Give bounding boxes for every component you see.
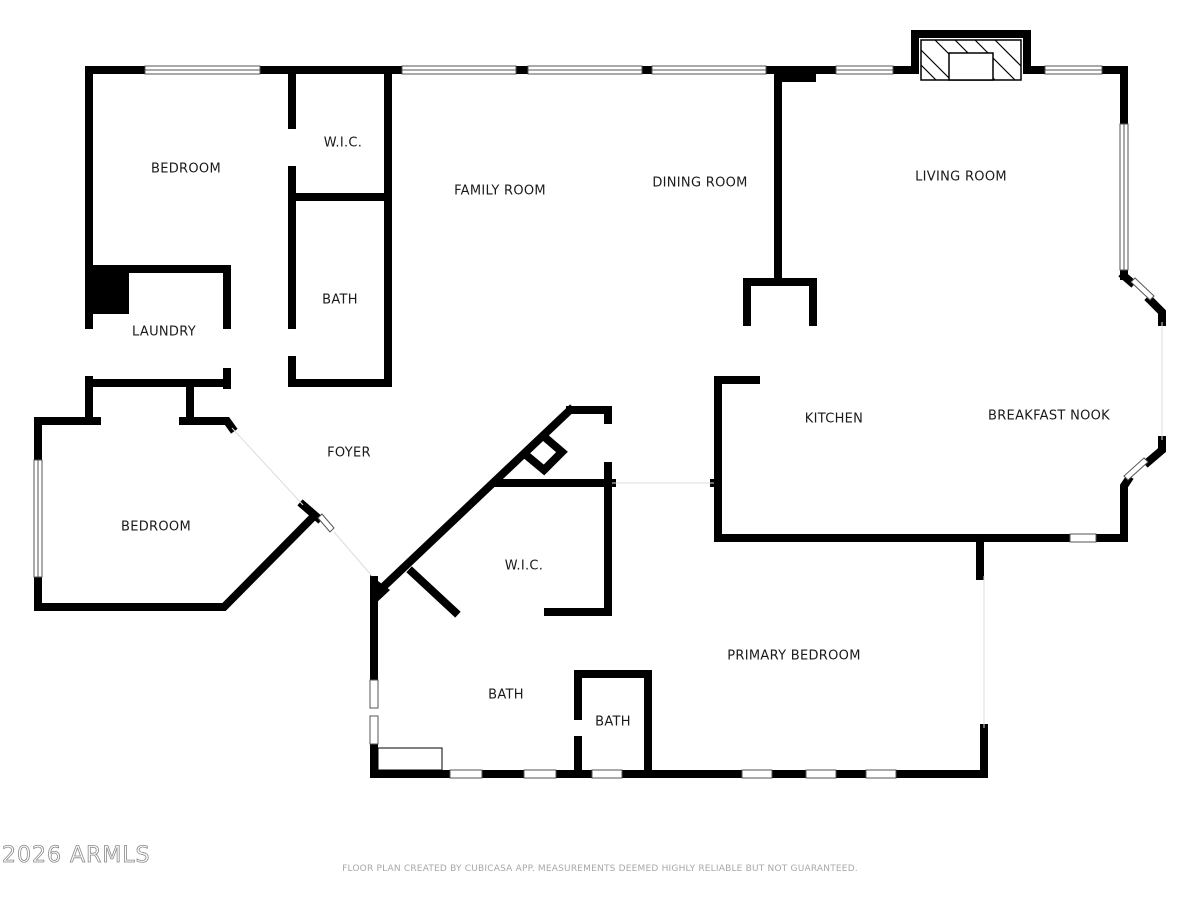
room-label-wic: W.I.C. bbox=[323, 135, 363, 151]
room-label-kitchen: KITCHEN bbox=[804, 411, 864, 427]
room-label-bath-3: BATH bbox=[595, 714, 631, 730]
room-label-foyer: FOYER bbox=[327, 445, 371, 461]
room-label-primary-bedroom: PRIMARY BEDROOM bbox=[727, 648, 861, 664]
room-label-living-room: LIVING ROOM bbox=[915, 169, 1007, 185]
fireplace bbox=[920, 39, 1022, 81]
room-label-breakfast-nook: BREAKFAST NOOK bbox=[988, 408, 1110, 424]
room-label-dining-room: DINING ROOM bbox=[652, 175, 748, 191]
watermark: 2026 ARMLS bbox=[2, 843, 151, 869]
windows bbox=[33, 65, 1155, 779]
bathtub bbox=[377, 747, 443, 771]
room-label-bedroom: BEDROOM bbox=[151, 161, 221, 177]
room-label-wic-2: W.I.C. bbox=[504, 558, 544, 574]
solid-columns bbox=[85, 66, 816, 605]
room-label-bath: BATH bbox=[322, 292, 358, 308]
room-label-family-room: FAMILY ROOM bbox=[454, 183, 546, 199]
room-label-bedroom-2: BEDROOM bbox=[121, 519, 191, 535]
room-label-bath-2: BATH bbox=[488, 687, 524, 703]
openings bbox=[231, 322, 1163, 728]
walls bbox=[34, 30, 1166, 778]
room-label-laundry: LAUNDRY bbox=[132, 324, 196, 340]
disclaimer-text: FLOOR PLAN CREATED BY CUBICASA APP. MEAS… bbox=[342, 864, 858, 874]
